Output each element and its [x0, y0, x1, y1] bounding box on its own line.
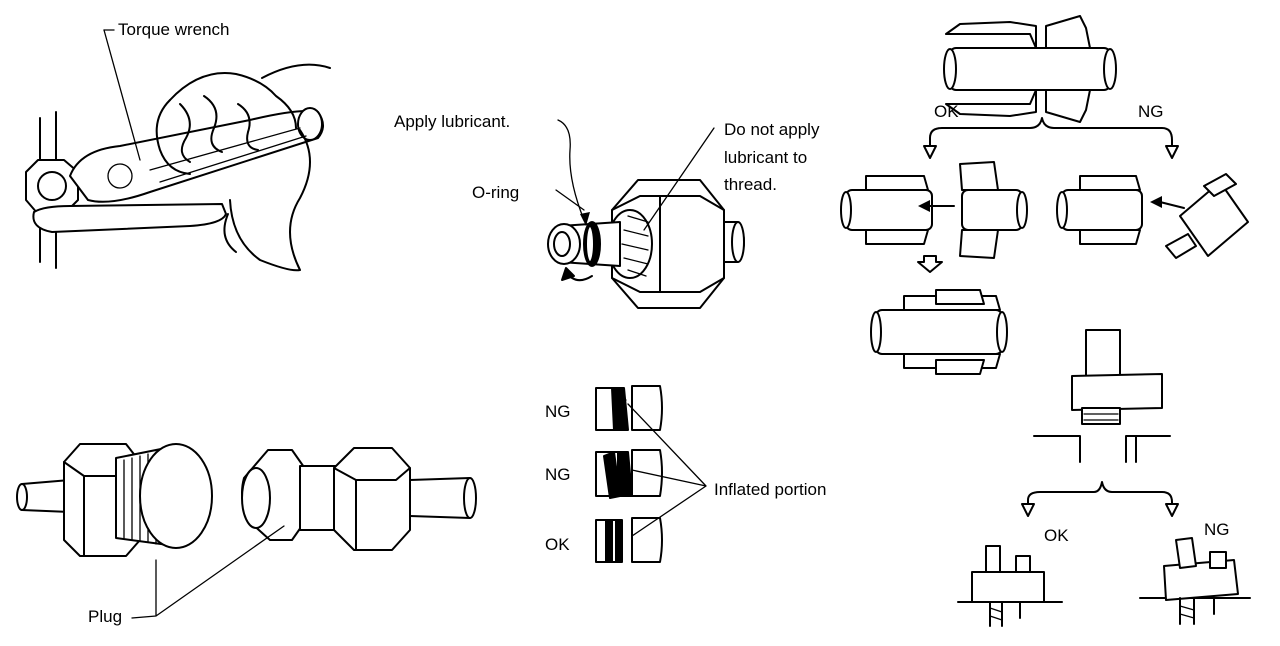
coupling-split-arrow	[929, 117, 1173, 151]
coupling-ng-label: NG	[1138, 102, 1164, 121]
apply-lubricant-leader	[557, 119, 585, 221]
o-ring-fitting-illustration	[547, 179, 745, 309]
coupling-down-arrow	[917, 255, 943, 273]
do-not-apply-line-1: Do not apply	[724, 120, 820, 139]
ring-check-label-2: NG	[545, 465, 571, 484]
ring-check-ng-1	[595, 385, 663, 431]
do-not-apply-leader	[643, 127, 715, 231]
valve-ng-label: NG	[1204, 520, 1230, 539]
valve-ok-label: OK	[1044, 526, 1069, 545]
torque-wrench-leader	[103, 29, 141, 161]
plug-leaders	[131, 525, 285, 619]
ring-check-ng-2	[595, 449, 663, 499]
valve-ng-arrowhead	[1165, 503, 1179, 517]
do-not-apply-line-3: thread.	[724, 175, 777, 194]
valve-split-arrow	[1027, 481, 1173, 509]
apply-lubricant-label: Apply lubricant.	[394, 112, 511, 131]
inflated-portion-leaders	[627, 403, 707, 537]
apply-lubricant-arrowhead	[580, 212, 590, 226]
coupling-ok-label: OK	[934, 102, 959, 121]
valve-top-illustration	[1033, 329, 1171, 463]
coupling-top-illustration	[943, 15, 1117, 123]
torque-wrench-label: Torque wrench	[118, 20, 230, 39]
torque-wrench-illustration	[25, 63, 331, 272]
inflated-portion-label: Inflated portion	[714, 480, 827, 499]
o-ring-label: O-ring	[472, 183, 520, 202]
ring-check-label-3: OK	[545, 535, 570, 554]
coupling-connected-illustration	[870, 289, 1008, 375]
coupling-ok-arrowhead	[923, 145, 937, 159]
coupling-ok-stage-illustration	[840, 161, 1028, 259]
coupling-ng-stage-illustration	[1056, 173, 1249, 259]
valve-ng-illustration	[1139, 537, 1251, 625]
plug-label: Plug	[88, 607, 123, 626]
plug-fitting-illustration	[16, 443, 477, 557]
valve-ok-arrowhead	[1021, 503, 1035, 517]
do-not-apply-line-2: lubricant to	[724, 148, 808, 167]
coupling-ng-arrowhead	[1165, 145, 1179, 159]
ring-check-ok	[595, 517, 663, 563]
ring-check-label-1: NG	[545, 402, 571, 421]
o-ring-leader	[555, 189, 585, 211]
valve-ok-illustration	[957, 545, 1063, 627]
